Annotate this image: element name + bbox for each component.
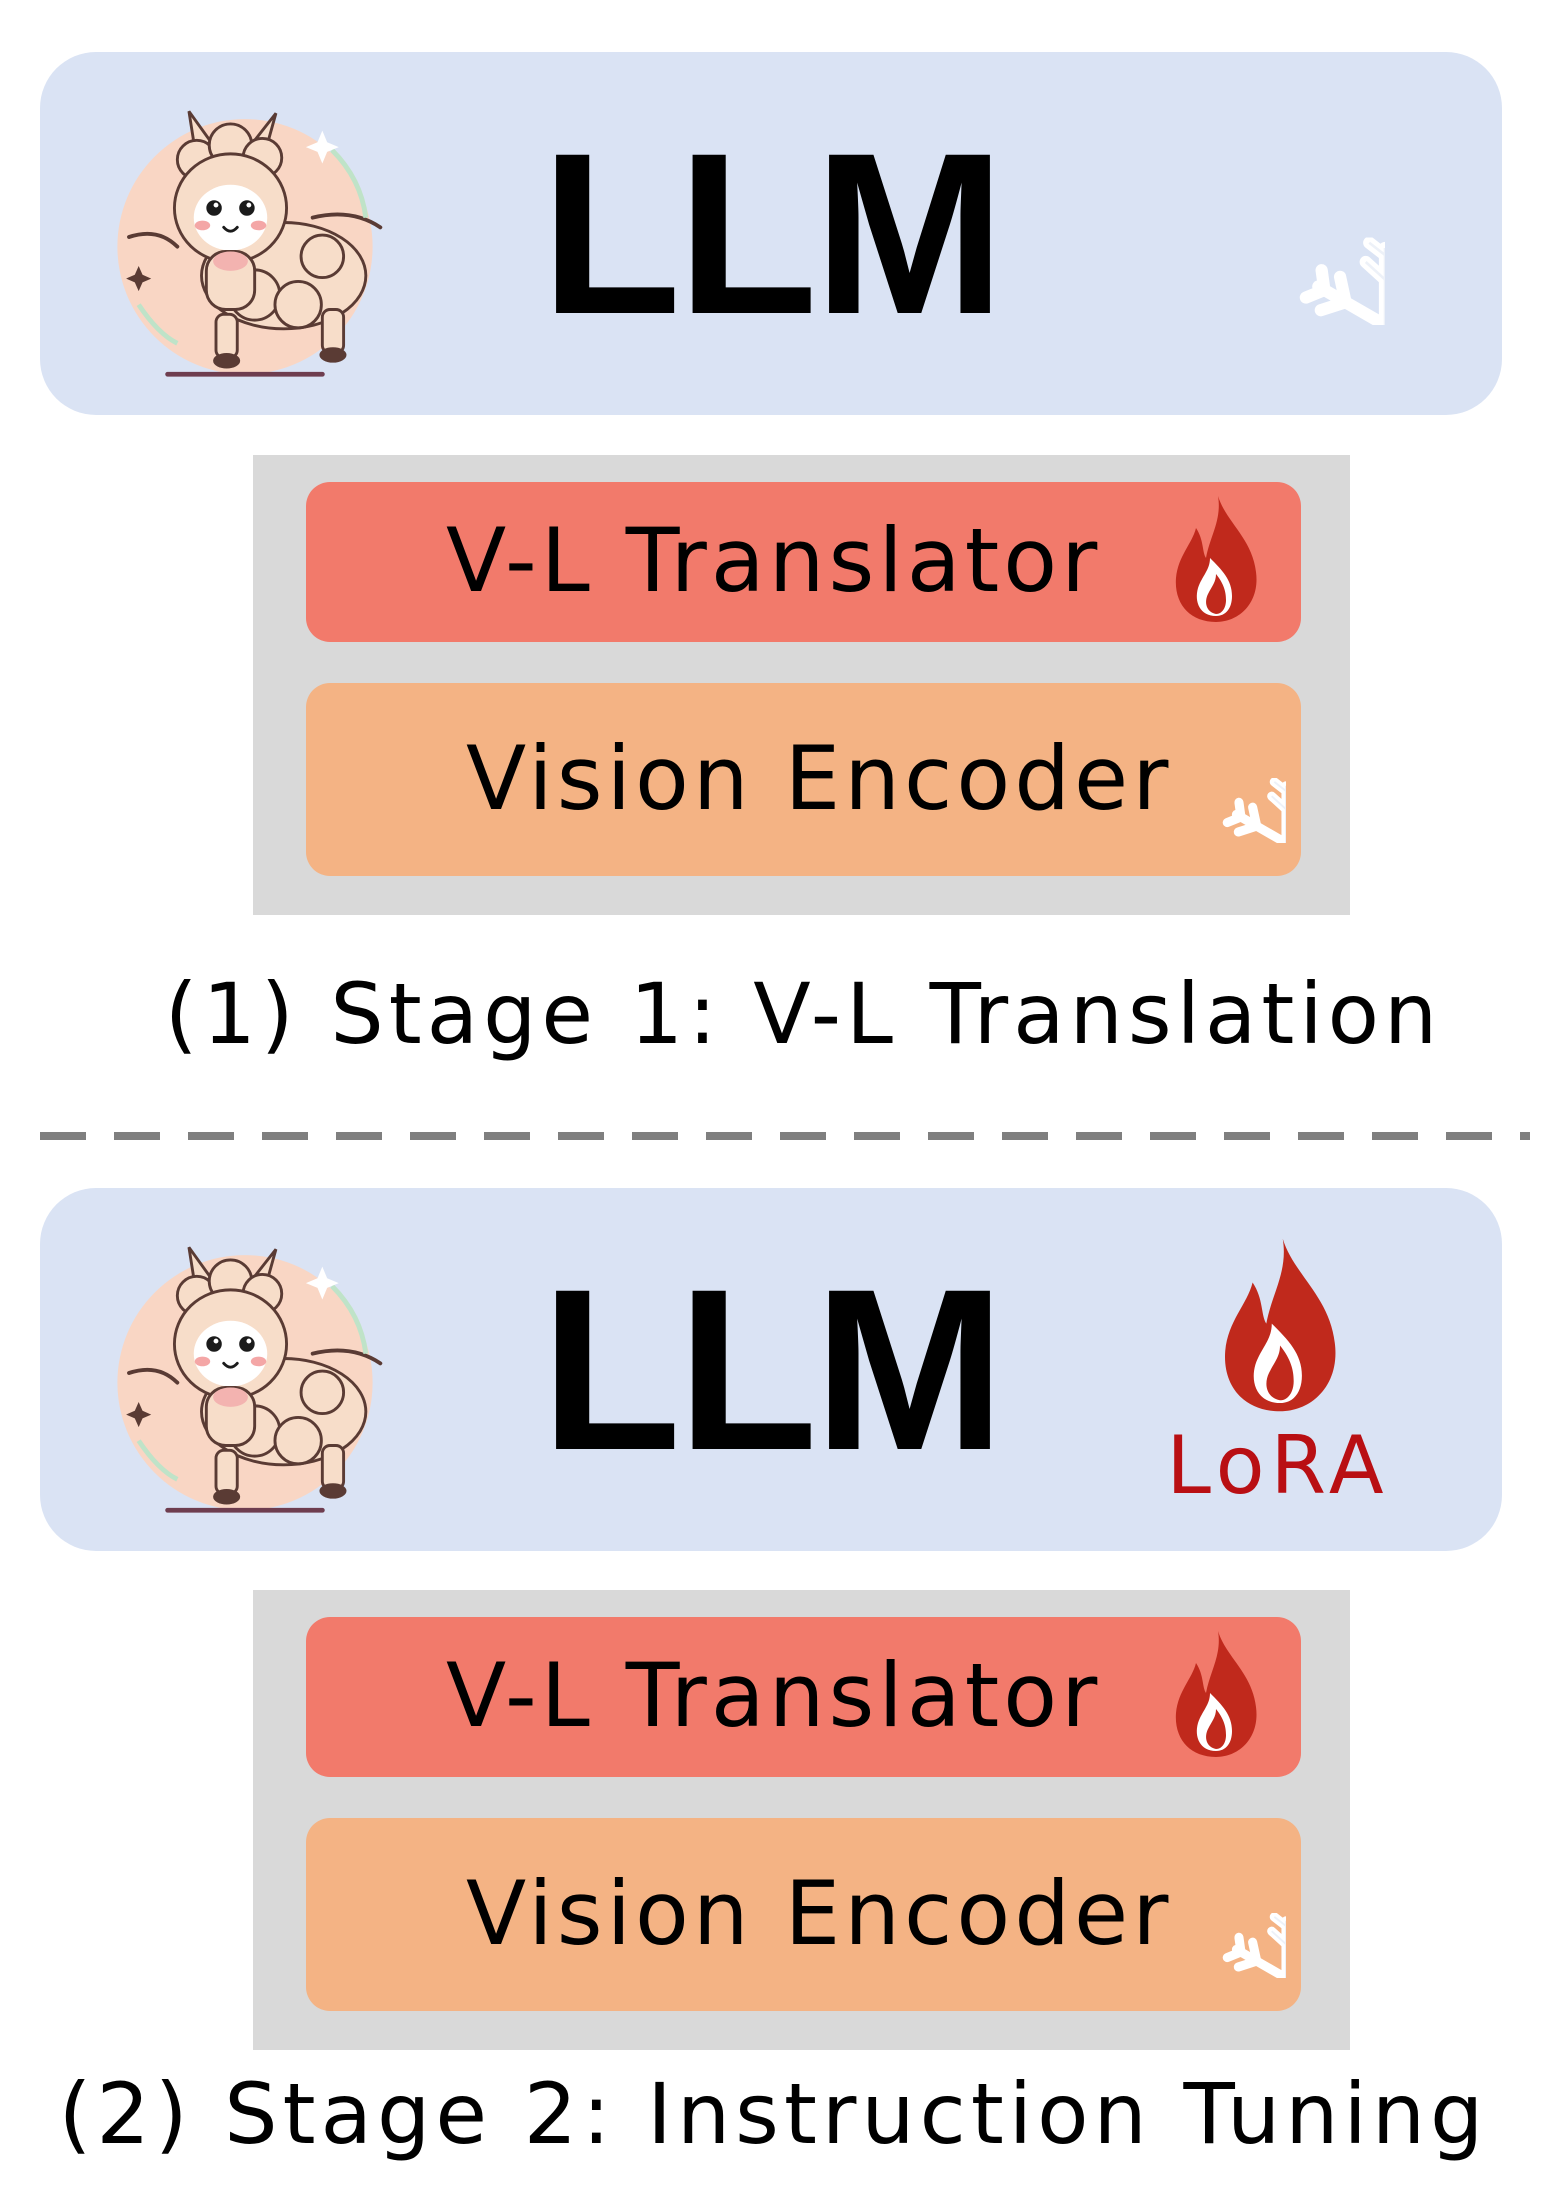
snowflake-icon [1156, 713, 1286, 843]
lora-label: LoRA [1166, 1419, 1390, 1512]
stage2-modules-panel: V-L Translator Vision Encoder [253, 1590, 1350, 2050]
stage2-vision-encoder-block: Vision Encoder [306, 1818, 1301, 2011]
stage-divider [40, 1132, 1530, 1140]
stage2-vision-encoder-label: Vision Encoder [466, 1862, 1173, 1965]
stage2-llm-box: LLM LoRA [40, 1188, 1502, 1551]
stage2-vl-translator-label: V-L Translator [446, 1644, 1102, 1747]
stage1-vision-encoder-label: Vision Encoder [466, 727, 1173, 830]
stage1-vl-translator-label: V-L Translator [446, 509, 1102, 612]
fire-icon [1166, 494, 1266, 624]
stage1-modules-panel: V-L Translator Vision Encoder [253, 455, 1350, 915]
stage1-llm-box: LLM [40, 52, 1502, 415]
stage2-caption: (2) Stage 2: Instruction Tuning [58, 2065, 1489, 2163]
fire-icon [1210, 1236, 1350, 1414]
stage1-vision-encoder-block: Vision Encoder [306, 683, 1301, 876]
stage2-vl-translator-block: V-L Translator [306, 1617, 1301, 1777]
stage1-llm-label: LLM [540, 104, 1006, 362]
stage1-vl-translator-block: V-L Translator [306, 482, 1301, 642]
stage2-llm-label: LLM [540, 1240, 1006, 1498]
stage1-caption: (1) Stage 1: V-L Translation [164, 965, 1443, 1063]
fire-icon [1166, 1629, 1266, 1759]
snowflake-icon [1210, 150, 1385, 325]
snowflake-icon [1156, 1848, 1286, 1978]
